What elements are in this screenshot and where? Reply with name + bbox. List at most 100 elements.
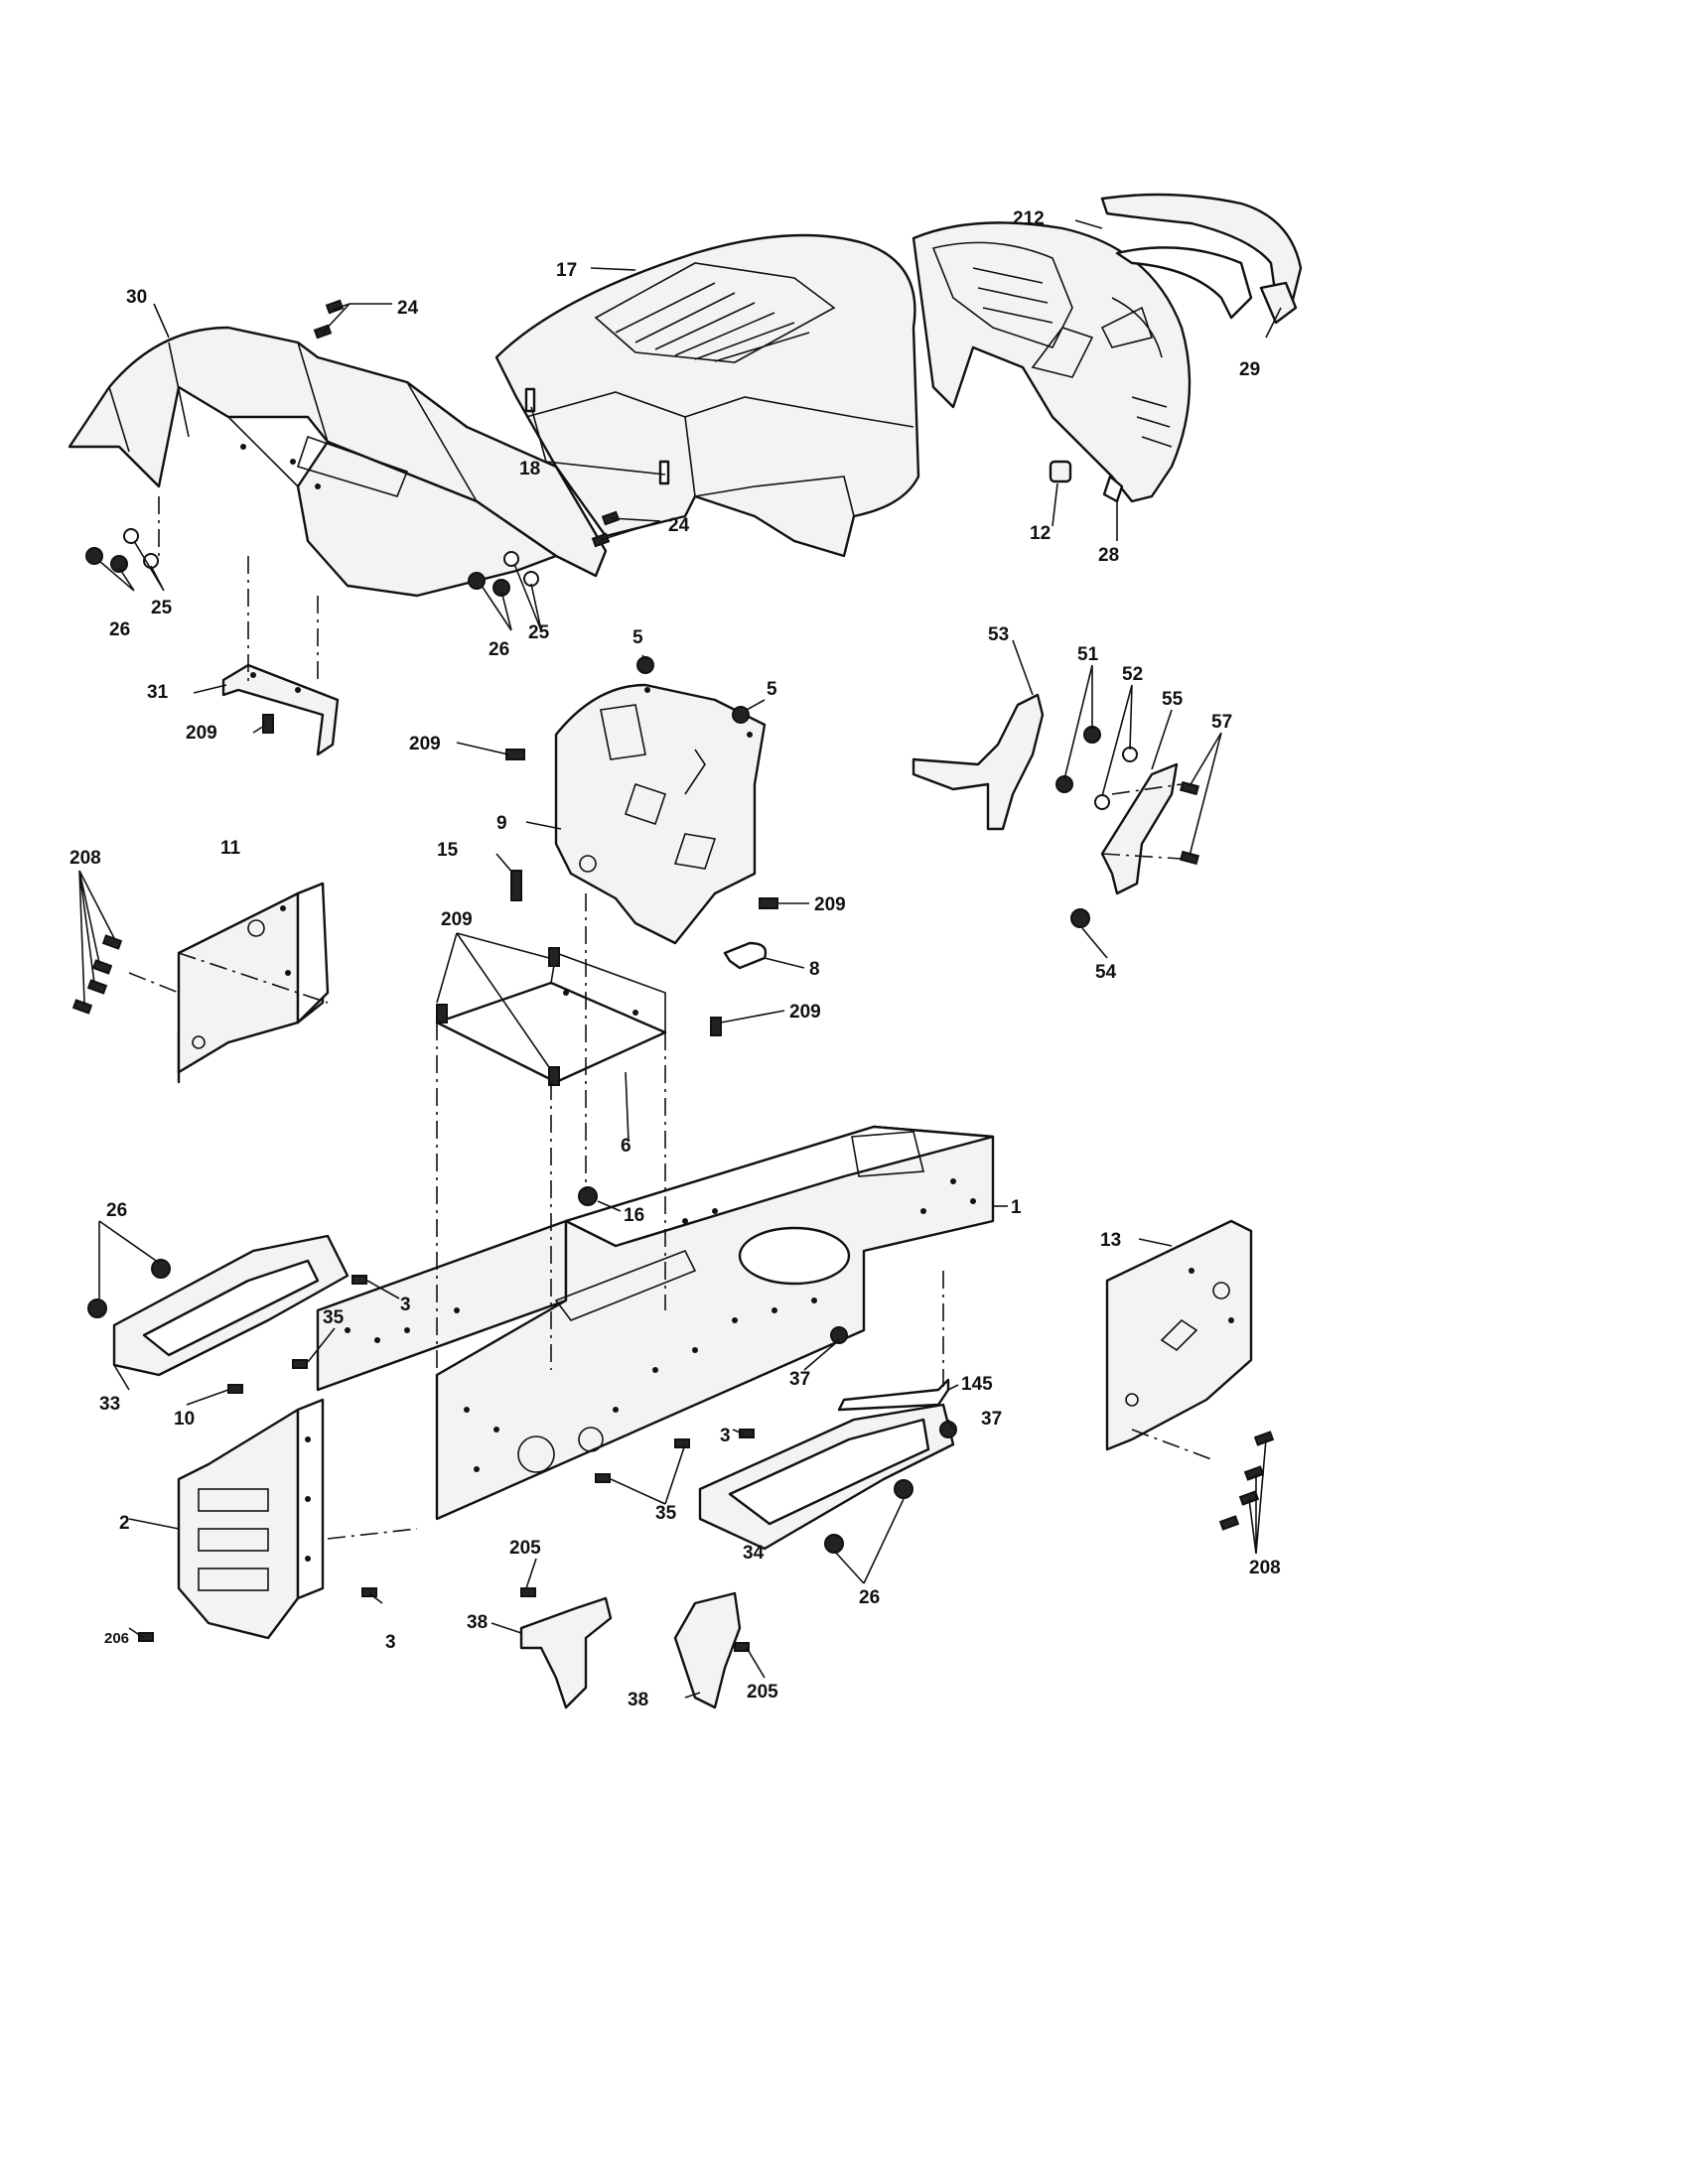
nut-5b — [732, 706, 750, 724]
right-footrest — [698, 1403, 955, 1551]
nuts-washers-left — [85, 528, 539, 597]
right-side-panel — [1105, 1219, 1253, 1451]
callout-55: 55 — [1162, 689, 1184, 710]
nuts-26-left-a — [87, 1298, 107, 1318]
callout-30: 30 — [126, 287, 147, 308]
callout-26-footrest-left: 26 — [106, 1200, 127, 1221]
rear-fender-bracket — [221, 663, 340, 756]
callout-3-mid: 3 — [720, 1426, 731, 1446]
callout-37-a: 37 — [789, 1369, 810, 1390]
brake-pedal-bracket — [912, 693, 1045, 831]
bolt-209-dash-b — [759, 897, 778, 909]
frame-holes — [345, 1178, 976, 1472]
pedal-arm — [1100, 762, 1179, 895]
left-side-panel — [177, 882, 330, 1084]
nuts-26-right-a — [894, 1479, 913, 1499]
callout-26-left: 26 — [109, 619, 130, 640]
nuts-26-left-b — [151, 1259, 171, 1279]
callout-25-left: 25 — [151, 598, 173, 618]
bolt-209-tray-b — [548, 947, 560, 967]
bolt-209-tray-a — [436, 1004, 448, 1024]
callout-26-footrest-right: 26 — [859, 1587, 880, 1608]
callout-212: 212 — [1013, 208, 1045, 229]
callout-38-left: 38 — [467, 1612, 488, 1633]
rear-fender — [68, 326, 608, 598]
callout-205-right: 205 — [747, 1682, 778, 1703]
callout-6: 6 — [621, 1136, 632, 1157]
callout-9: 9 — [496, 813, 507, 834]
callout-18: 18 — [519, 459, 540, 479]
callout-16: 16 — [624, 1205, 644, 1226]
bolt-54 — [1070, 908, 1090, 928]
shift-bracket-left — [519, 1596, 613, 1709]
callout-11: 11 — [220, 838, 241, 859]
front-axle-bracket — [177, 1398, 325, 1640]
callout-5-b: 5 — [767, 679, 777, 700]
callout-209-left: 209 — [186, 723, 217, 744]
callout-52: 52 — [1122, 664, 1143, 685]
callout-12: 12 — [1030, 523, 1051, 544]
bolts-208-left — [71, 934, 123, 1015]
bolt-209-dash — [505, 749, 525, 760]
callout-24-top: 24 — [397, 298, 419, 319]
callout-29: 29 — [1239, 359, 1260, 380]
callout-10: 10 — [174, 1409, 195, 1430]
callout-31: 31 — [147, 682, 169, 703]
callout-8: 8 — [809, 959, 820, 980]
bolt-209-left — [262, 714, 274, 734]
callout-13: 13 — [1100, 1230, 1121, 1251]
callout-51: 51 — [1077, 644, 1099, 665]
callout-206: 206 — [104, 1630, 129, 1647]
dash-panel — [554, 683, 767, 945]
callout-25-mid: 25 — [528, 622, 550, 643]
grille-housing — [912, 221, 1192, 503]
callout-57: 57 — [1211, 712, 1232, 733]
callout-2: 2 — [119, 1513, 130, 1534]
callout-labels: 30 24 17 212 29 18 24 12 28 25 26 26 25 … — [70, 208, 1281, 1710]
nut-5a — [636, 656, 654, 674]
callout-53: 53 — [988, 624, 1009, 645]
callout-209-strap: 209 — [789, 1002, 821, 1023]
alignment-lines — [128, 496, 1212, 1540]
callout-15: 15 — [437, 840, 459, 861]
battery-tray — [435, 951, 667, 1084]
callout-3-left: 3 — [400, 1295, 411, 1315]
leader-lines — [78, 219, 1282, 1699]
pedal-link — [837, 1378, 950, 1412]
main-frame — [316, 1125, 995, 1521]
front-bumper — [1100, 193, 1303, 325]
callout-35-left: 35 — [323, 1307, 345, 1328]
callout-17: 17 — [556, 260, 577, 281]
battery-strap — [723, 941, 768, 970]
callout-1: 1 — [1011, 1197, 1022, 1218]
nut-16 — [578, 1186, 598, 1206]
callout-145: 145 — [961, 1374, 993, 1395]
nuts-26-right-b — [824, 1534, 844, 1554]
washer-52a — [1122, 747, 1138, 762]
callout-34: 34 — [743, 1543, 765, 1564]
left-footrest — [112, 1234, 350, 1377]
callout-205-left: 205 — [509, 1538, 541, 1559]
callout-209-dash: 209 — [409, 734, 441, 754]
callout-26-mid: 26 — [489, 639, 509, 660]
callout-37-b: 37 — [981, 1409, 1002, 1430]
bolt-37a — [830, 1326, 848, 1344]
callout-208-left: 208 — [70, 848, 101, 869]
callout-209-tray: 209 — [441, 909, 473, 930]
bolts-3-35 — [138, 1275, 755, 1652]
callout-209-right: 209 — [814, 894, 846, 915]
shift-bracket-right — [673, 1591, 742, 1709]
bolts-57 — [1180, 780, 1199, 866]
bolt-37b — [939, 1421, 957, 1438]
washer-52b — [1094, 794, 1110, 810]
callout-5-a: 5 — [632, 627, 643, 648]
callout-38-right: 38 — [628, 1690, 648, 1710]
bolt-209-tray-c — [548, 1066, 560, 1086]
bolt-15 — [510, 870, 522, 901]
bolt-209-tray-d — [710, 1017, 722, 1036]
callout-35-mid: 35 — [655, 1503, 677, 1524]
callout-24-mid: 24 — [668, 515, 690, 536]
hood — [494, 233, 920, 558]
callout-33: 33 — [99, 1394, 120, 1415]
